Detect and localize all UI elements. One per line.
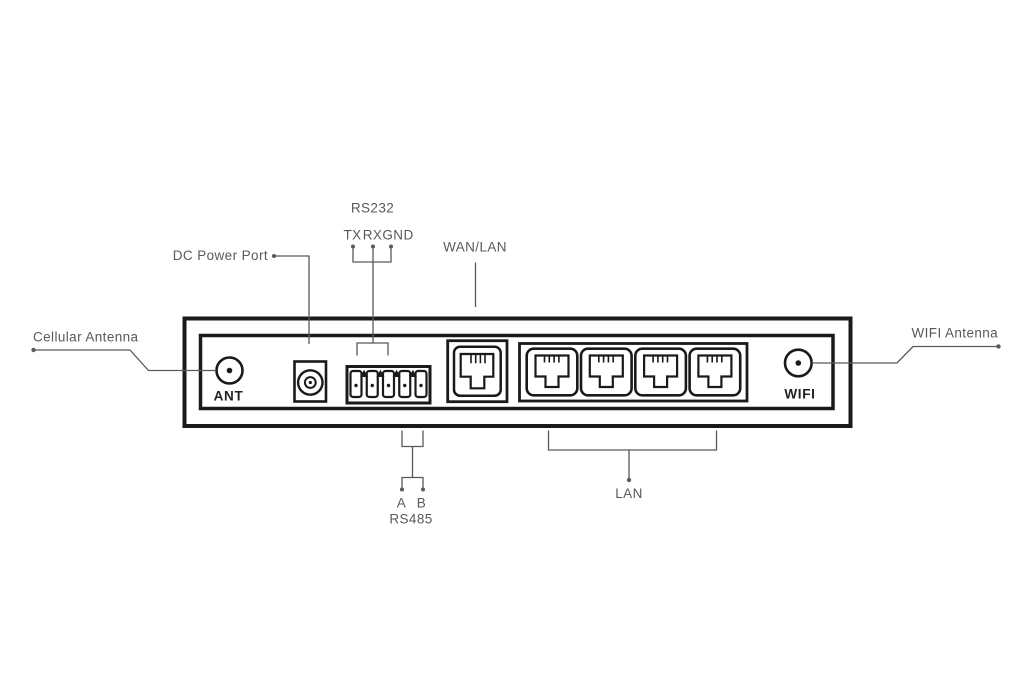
device-panel-face [198, 333, 835, 411]
lan-group-frame [518, 342, 749, 403]
terminal-pin-dot [403, 383, 407, 388]
gnd-dot [389, 244, 393, 249]
callout-cellular-antenna: Cellular Antenna [31, 330, 216, 372]
terminal-wedge [408, 369, 417, 377]
callout-leader-line [33, 349, 216, 372]
callout-leader-line [276, 255, 310, 344]
lan-port-2 [579, 347, 633, 397]
tx-dot [351, 244, 355, 249]
device-outer-case [182, 316, 853, 428]
rs485-b-label: B [417, 496, 426, 511]
terminal-pin-1 [349, 369, 363, 399]
rs485-upper-bracket [401, 430, 424, 448]
terminal-pin-body [414, 369, 428, 399]
wan-jack-pins [470, 354, 486, 364]
terminal-pin-4 [398, 369, 412, 399]
terminal-pin-dot [419, 383, 423, 388]
dc-jack-inner-ring [303, 376, 317, 389]
rx-dot [371, 244, 375, 249]
ant-connector-pin [226, 367, 233, 374]
terminal-pin-2 [365, 369, 379, 399]
terminal-pin-body [398, 369, 412, 399]
rs485-lower-bracket [401, 476, 424, 489]
callout-wan-lan: WAN/LAN [443, 240, 507, 307]
terminal-pin-body [365, 369, 379, 399]
rs232-bracket [352, 248, 392, 263]
rs232-terminal-bracket [356, 342, 389, 356]
wan-jack-cutout [459, 352, 495, 390]
dc-jack-barrel [296, 369, 324, 396]
lan-port-3 [633, 347, 688, 397]
terminal-block-housing [345, 365, 432, 405]
lan-port-1 [525, 347, 579, 397]
lan-label: LAN [615, 486, 642, 501]
rs485-a-dot [400, 487, 404, 492]
callout-endpoint-dot [996, 344, 1001, 349]
terminal-pin-5 [414, 369, 428, 399]
callout-rs232: RS232 TX RX GND [343, 201, 413, 356]
rs485-b-dot [421, 487, 425, 492]
terminal-pin-3 [381, 369, 396, 399]
wan-lan-label: WAN/LAN [443, 240, 507, 255]
cellular-antenna-connector: ANT [214, 356, 244, 404]
callout-leader-line [811, 345, 998, 364]
terminal-pin-body [381, 369, 396, 399]
dc-power-jack [293, 360, 328, 403]
wifi-antenna-label: WIFI Antenna [912, 326, 999, 341]
terminal-pin-dot [354, 383, 358, 388]
rs485-label: RS485 [389, 512, 432, 527]
callout-dc-power-port: DC Power Port [173, 248, 310, 344]
lan-bracket [547, 430, 718, 451]
cellular-antenna-label: Cellular Antenna [33, 330, 139, 345]
callout-wifi-antenna: WIFI Antenna [811, 326, 1001, 364]
rs232-label: RS232 [351, 201, 394, 216]
terminal-wedge [392, 369, 401, 377]
rs485-a-label: A [397, 496, 406, 511]
wifi-antenna-connector: WIFI [783, 348, 815, 402]
lan-port-4 [688, 347, 742, 397]
ant-label: ANT [214, 389, 244, 404]
dc-power-port-label: DC Power Port [173, 248, 268, 263]
terminal-pin-body [349, 369, 363, 399]
dc-jack-housing [293, 360, 328, 403]
callout-endpoint-dot [272, 254, 276, 258]
wifi-connector-icon [783, 348, 813, 378]
lan-port-group [518, 342, 749, 403]
wifi-connector-pin [795, 360, 802, 366]
dc-jack-center-pin [308, 380, 312, 385]
callout-lan: LAN [547, 430, 718, 501]
wan-lan-port [446, 339, 509, 404]
ant-connector-icon [215, 356, 244, 385]
wan-port-outline [452, 345, 502, 397]
rs232-rx-label: RX [363, 228, 383, 243]
terminal-pin-dot [386, 383, 391, 388]
callout-rs485: A B RS485 [389, 430, 432, 527]
rs232-tx-label: TX [343, 228, 361, 243]
terminal-wedge [360, 369, 369, 377]
wan-port-frame [446, 339, 509, 404]
rs232-gnd-label: GND [382, 228, 413, 243]
device-body [182, 316, 853, 428]
lan-dot [626, 477, 632, 483]
terminal-wedge [376, 369, 385, 377]
terminal-block [345, 365, 432, 405]
wifi-label: WIFI [784, 387, 815, 402]
terminal-pin-dot [370, 383, 374, 388]
